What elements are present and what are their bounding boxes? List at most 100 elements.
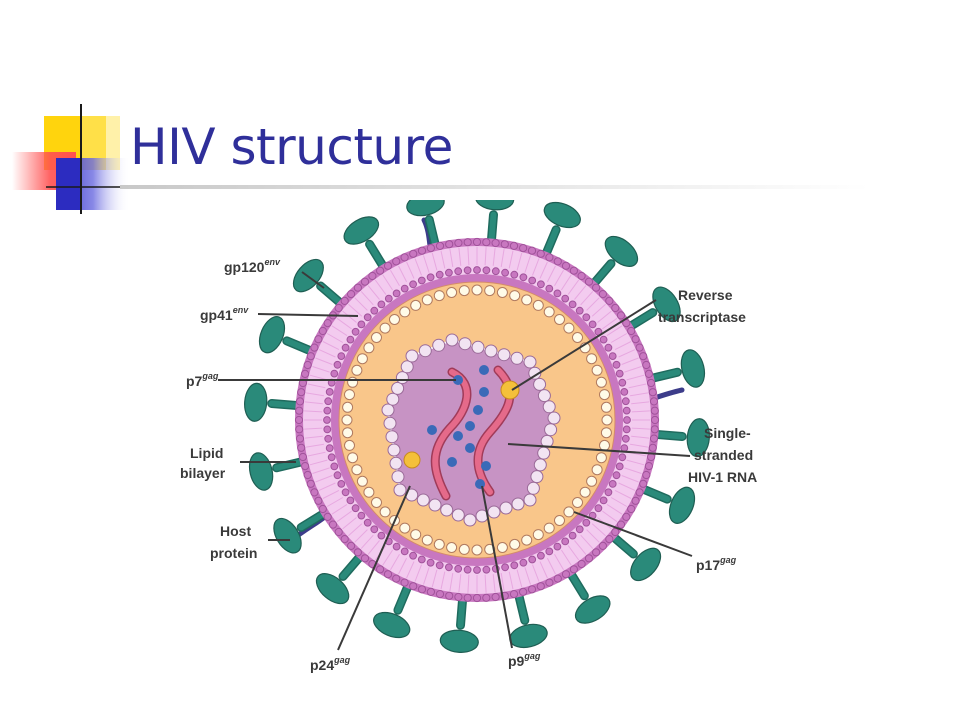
p24-bead bbox=[391, 470, 405, 484]
lipid-tail bbox=[307, 383, 326, 389]
lipid-tail bbox=[484, 247, 487, 266]
lipid-tail bbox=[467, 247, 470, 266]
lipid-head bbox=[333, 360, 342, 369]
gp120-head bbox=[630, 547, 662, 582]
lipid-head bbox=[472, 593, 482, 603]
p24-bead bbox=[445, 333, 459, 347]
lipid-tail bbox=[630, 443, 648, 448]
p24-bead bbox=[544, 423, 558, 437]
lipid-tail bbox=[508, 250, 514, 269]
lipid-head bbox=[639, 479, 648, 488]
lipid-tail bbox=[354, 529, 368, 543]
lipid-head bbox=[454, 238, 463, 248]
lipid-tail bbox=[602, 510, 618, 523]
lipid-head bbox=[612, 471, 621, 480]
gp120-head bbox=[686, 418, 710, 458]
lipid-head bbox=[445, 563, 453, 572]
gp120-head bbox=[680, 349, 706, 388]
lipid-head bbox=[435, 270, 444, 279]
lipid-head bbox=[341, 488, 350, 497]
lipid-tail bbox=[304, 401, 323, 405]
lipid-head bbox=[473, 266, 481, 274]
lipid-head bbox=[376, 266, 385, 275]
p7-dot bbox=[473, 405, 483, 415]
lipid-head bbox=[346, 335, 355, 344]
lipid-head bbox=[337, 352, 346, 361]
lipid-head bbox=[351, 504, 360, 513]
lipid-tail bbox=[631, 427, 650, 430]
lipid-head bbox=[463, 266, 472, 275]
lipid-tail bbox=[440, 571, 446, 590]
p7-dot bbox=[427, 425, 437, 435]
lipid-head bbox=[527, 246, 537, 255]
lipid-tail bbox=[390, 269, 400, 287]
p17-bead bbox=[586, 353, 598, 365]
lipid-tail bbox=[492, 574, 496, 593]
p17-bead bbox=[543, 522, 555, 534]
lipid-tail bbox=[406, 261, 415, 279]
lipid-head bbox=[417, 246, 427, 255]
label-p7: p7gag bbox=[186, 371, 219, 389]
lipid-head bbox=[325, 388, 334, 396]
lipid-head bbox=[417, 276, 426, 285]
lipid-head bbox=[301, 462, 310, 471]
p17-bead bbox=[341, 414, 353, 426]
p17-bead bbox=[363, 486, 375, 498]
lipid-tail bbox=[618, 482, 636, 491]
p24-bead bbox=[542, 400, 556, 414]
lipid-head bbox=[611, 527, 620, 537]
p7-dot bbox=[465, 443, 475, 453]
lipid-head bbox=[592, 283, 601, 292]
lipid-head bbox=[340, 296, 349, 305]
lipid-head bbox=[463, 565, 472, 574]
p17-bead bbox=[342, 401, 354, 413]
lipid-head bbox=[426, 587, 435, 597]
p17-bead bbox=[521, 534, 533, 546]
p24-bead bbox=[400, 360, 414, 374]
lipid-head bbox=[620, 444, 629, 453]
lipid-head bbox=[622, 425, 631, 434]
lipid-head bbox=[298, 452, 307, 462]
gp120-head bbox=[406, 200, 445, 217]
rna-strand-1-fill bbox=[432, 369, 470, 499]
lipid-head bbox=[621, 434, 630, 443]
p7-dot bbox=[481, 461, 491, 471]
lipid-head bbox=[368, 271, 377, 281]
lipid-tail bbox=[390, 553, 400, 571]
lipid-head bbox=[568, 531, 577, 540]
p7-nucleocapsid-dots bbox=[427, 365, 491, 489]
lipid-tail bbox=[524, 255, 531, 273]
lipid-tail bbox=[304, 435, 323, 439]
p24-bead bbox=[484, 344, 498, 358]
p9-dot bbox=[475, 479, 485, 489]
lipid-tail bbox=[331, 503, 348, 515]
lipid-tail bbox=[580, 291, 594, 306]
lipid-head bbox=[588, 320, 597, 329]
p24-bead bbox=[389, 456, 403, 470]
lipid-head bbox=[463, 593, 472, 602]
lipid-head bbox=[627, 326, 636, 336]
lipid-tail bbox=[398, 265, 408, 283]
lipid-head bbox=[301, 369, 310, 378]
p17-bead bbox=[347, 376, 359, 388]
lipid-tail bbox=[382, 549, 394, 566]
lipid-head bbox=[325, 444, 334, 453]
lipid-head bbox=[608, 480, 617, 488]
lipid-head bbox=[306, 352, 315, 361]
p24-bead bbox=[418, 344, 432, 358]
lipid-head bbox=[330, 462, 339, 471]
lipid-head bbox=[519, 558, 528, 567]
lipid-head bbox=[491, 238, 500, 248]
label-lipid-bilayer-line1: Lipid bbox=[190, 445, 223, 461]
p24-bead bbox=[395, 371, 409, 385]
p7-dot bbox=[479, 365, 489, 375]
gp120-head bbox=[509, 623, 548, 649]
lipid-tail bbox=[431, 252, 438, 271]
lipid-head bbox=[599, 496, 608, 505]
lipid-head bbox=[536, 582, 545, 591]
p17-bead bbox=[586, 475, 598, 487]
lipid-head bbox=[323, 425, 332, 434]
lipid-head bbox=[306, 479, 315, 488]
p17-bead bbox=[563, 322, 575, 334]
lipid-tail bbox=[431, 569, 438, 588]
